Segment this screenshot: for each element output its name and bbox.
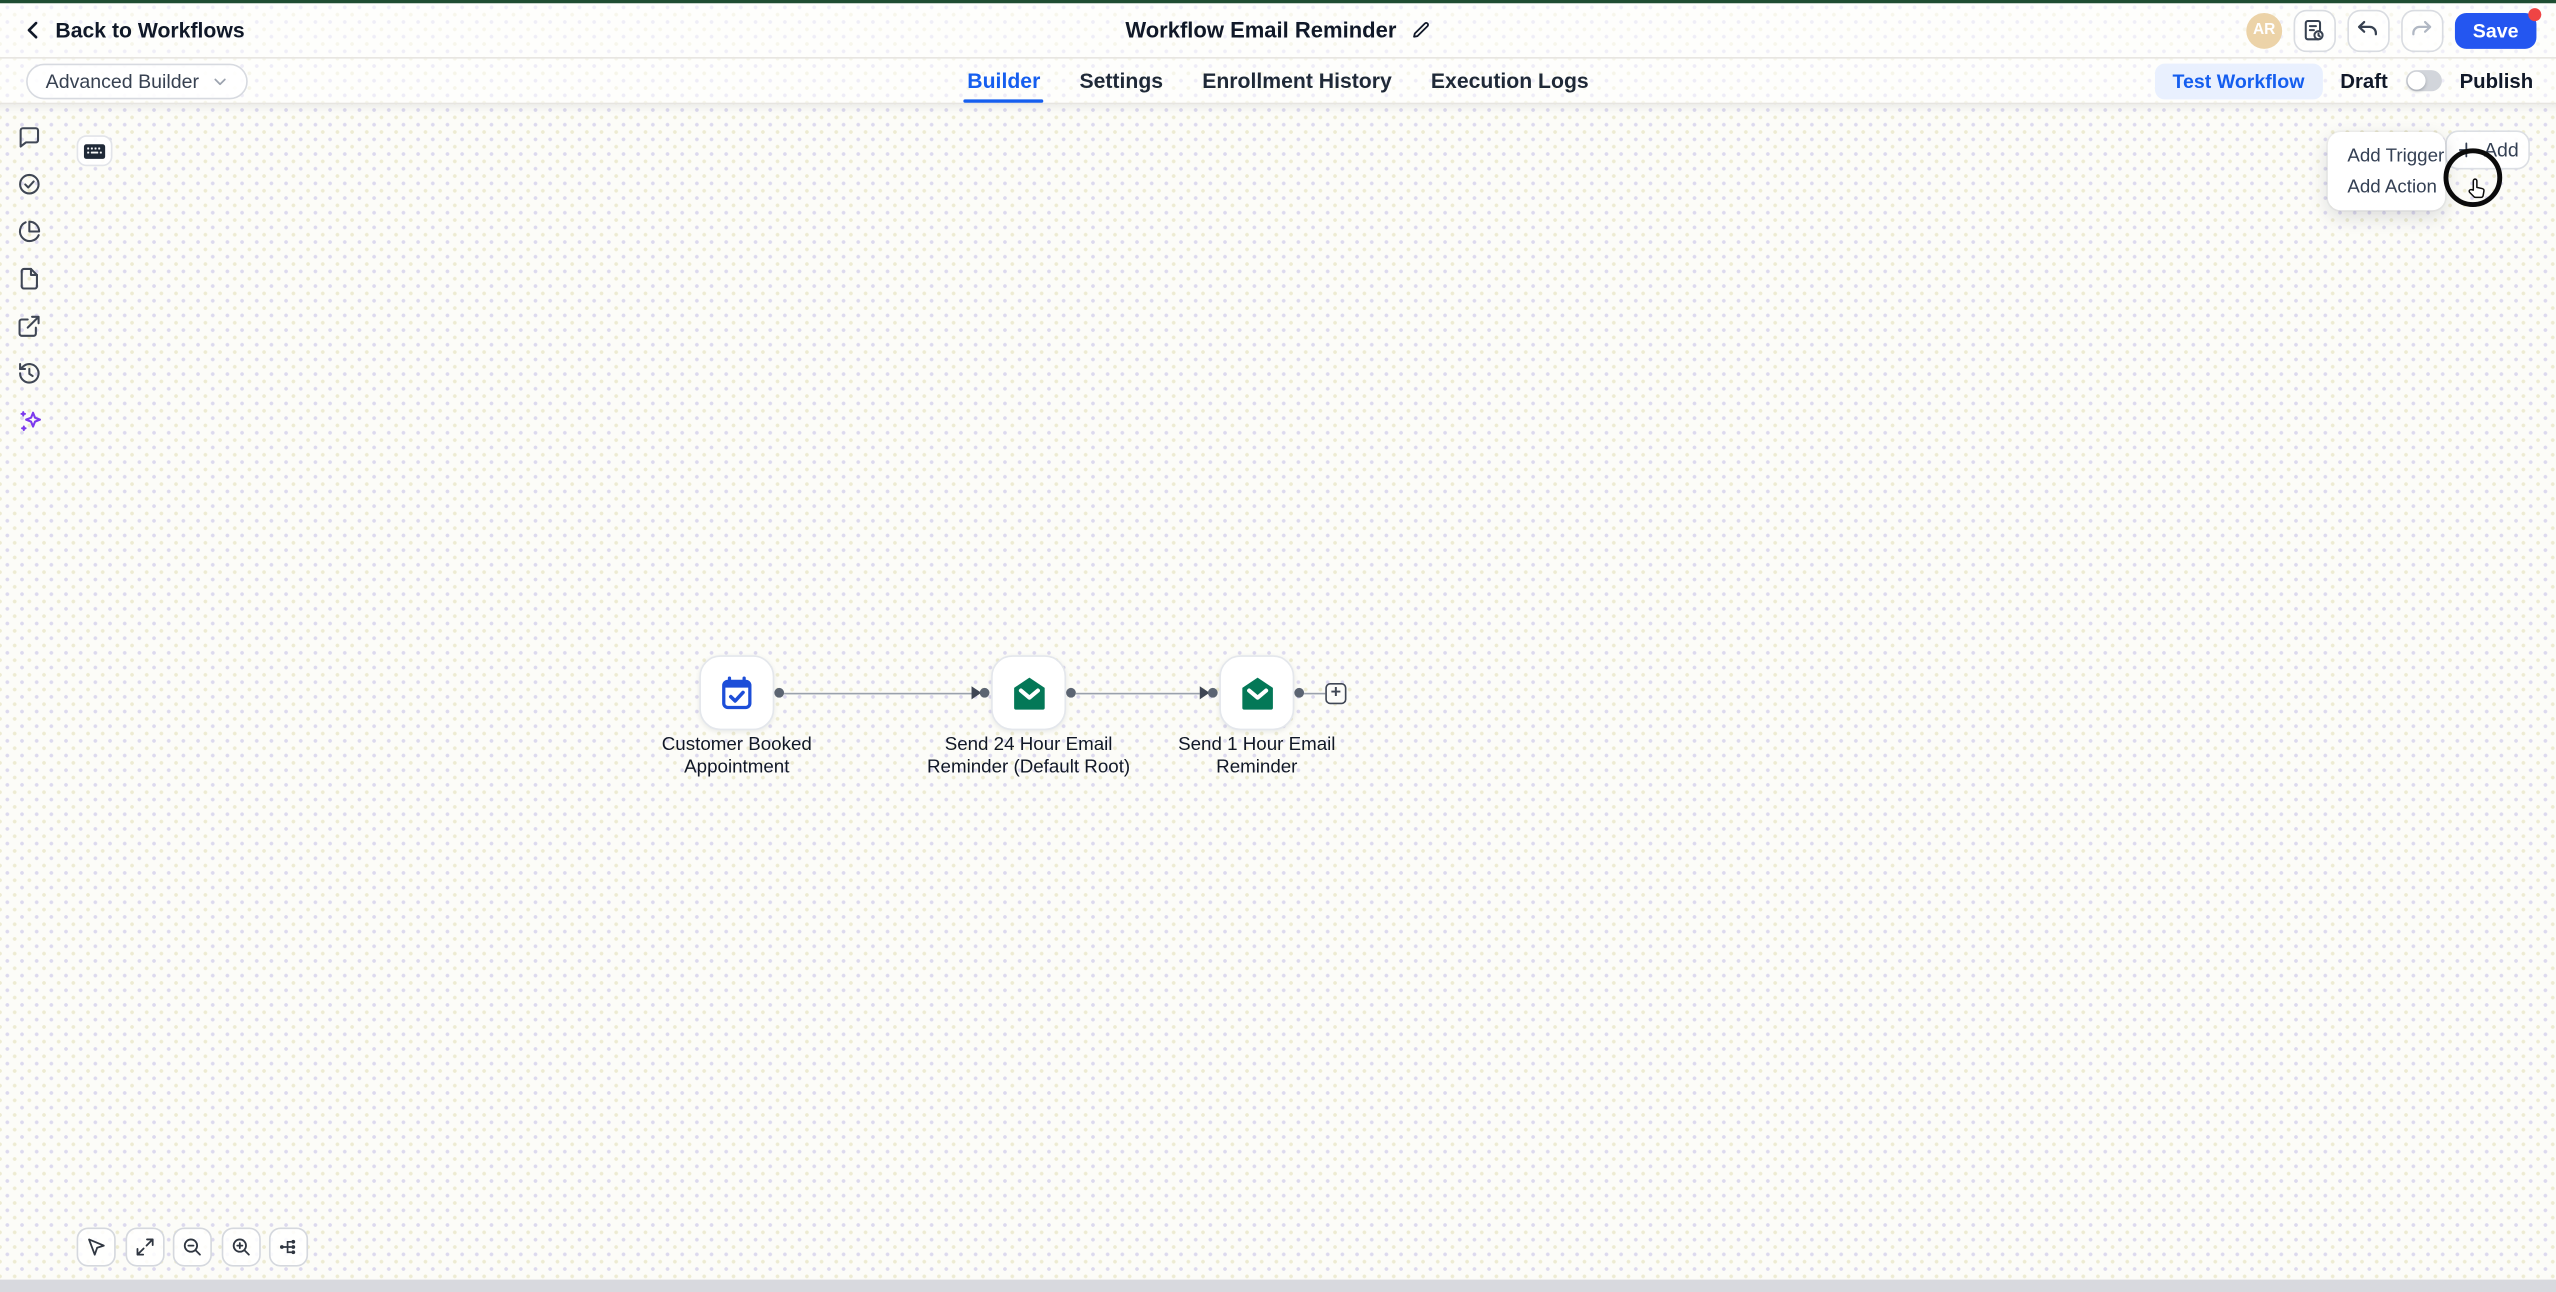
tab-enrollment-history[interactable]: Enrollment History — [1202, 59, 1392, 103]
pie-chart-icon — [16, 218, 42, 244]
node-action-send-24-hour-email-reminder[interactable] — [991, 655, 1067, 731]
node-trigger-customer-booked-appointment[interactable] — [699, 655, 775, 731]
zoom-out-icon — [181, 1236, 204, 1259]
bottom-scrollbar-track — [0, 1279, 2556, 1292]
keyboard-shortcuts-button[interactable] — [76, 135, 113, 167]
connector-dot[interactable] — [1294, 687, 1305, 698]
node-label-line2: Appointment — [684, 757, 790, 777]
avatar-initials: AR — [2252, 21, 2276, 40]
external-link-icon — [16, 313, 42, 339]
left-icon-rail — [13, 121, 46, 437]
expand-icon — [133, 1236, 156, 1259]
sparkles-icon — [15, 407, 43, 435]
chevron-down-icon — [212, 73, 228, 89]
add-dropdown-menu: Add Trigger Add Action — [2327, 132, 2446, 211]
tree-layout-icon — [277, 1236, 300, 1259]
connector-line — [1304, 691, 1326, 695]
undo-button[interactable] — [2347, 8, 2390, 52]
node-label-line2: Reminder — [1216, 757, 1298, 777]
topbar-center: Workflow Email Reminder — [0, 18, 2556, 42]
version-history-button[interactable] — [2293, 8, 2336, 52]
tab-bar: Builder Settings Enrollment History Exec… — [0, 59, 2556, 103]
mail-open-icon — [1236, 672, 1277, 713]
connector-line — [1075, 691, 1200, 695]
edit-title-icon[interactable] — [1409, 20, 1430, 41]
test-workflow-button[interactable]: Test Workflow — [2154, 62, 2323, 99]
subnav-right: Test Workflow Draft Publish — [2154, 59, 2534, 103]
notes-button[interactable] — [13, 262, 46, 295]
publish-toggle[interactable] — [2405, 70, 2442, 92]
connector-arrow-icon — [971, 686, 982, 700]
brand-top-line — [0, 0, 2556, 4]
auto-layout-button[interactable] — [268, 1227, 309, 1267]
builder-mode-label: Advanced Builder — [45, 70, 199, 93]
publish-label: Publish — [2459, 69, 2534, 93]
node-label-line1: Send 1 Hour Email — [1178, 735, 1336, 755]
validation-button[interactable] — [13, 168, 46, 201]
topbar-right: AR — [2246, 7, 2542, 52]
fit-view-button[interactable] — [124, 1227, 164, 1267]
subnav: Advanced Builder Builder Settings Enroll… — [0, 58, 2556, 105]
node-label: Send 1 Hour Email Reminder — [1126, 735, 1387, 779]
document-history-icon — [2302, 18, 2326, 42]
back-label: Back to Workflows — [55, 17, 245, 43]
node-label-line1: Customer Booked — [661, 735, 812, 755]
chat-bubble-icon — [16, 124, 42, 150]
chevron-left-icon — [23, 20, 44, 41]
connector-dot[interactable] — [774, 687, 785, 698]
tab-builder[interactable]: Builder — [964, 59, 1044, 103]
menu-item-add-trigger[interactable]: Add Trigger — [2328, 140, 2445, 171]
connector-line — [784, 691, 972, 695]
connector-dot[interactable] — [1066, 687, 1076, 698]
tab-execution-logs[interactable]: Execution Logs — [1431, 59, 1589, 103]
history-button[interactable] — [13, 357, 46, 390]
zoom-in-button[interactable] — [220, 1227, 261, 1267]
tab-settings[interactable]: Settings — [1079, 59, 1163, 103]
toggle-knob — [2407, 71, 2426, 90]
node-label: Customer Booked Appointment — [606, 735, 867, 779]
builder-mode-dropdown[interactable]: Advanced Builder — [26, 63, 248, 100]
avatar[interactable]: AR — [2246, 12, 2283, 49]
unsaved-changes-dot — [2528, 7, 2542, 21]
zoom-in-icon — [229, 1236, 252, 1259]
connector-dot[interactable] — [1207, 687, 1217, 698]
ai-assistant-button[interactable] — [13, 404, 46, 437]
redo-button[interactable] — [2401, 8, 2444, 52]
external-link-button[interactable] — [13, 310, 46, 343]
check-circle-icon — [16, 171, 42, 197]
undo-icon — [2356, 18, 2380, 42]
node-action-send-1-hour-email-reminder[interactable] — [1219, 655, 1295, 731]
canvas-toolbar — [76, 1227, 309, 1267]
zoom-out-button[interactable] — [172, 1227, 212, 1267]
back-to-workflows-button[interactable]: Back to Workflows — [23, 18, 245, 42]
node-label-line1: Send 24 Hour Email — [944, 735, 1113, 755]
workflow-canvas[interactable]: Add Add Trigger Add Action Customer Book… — [0, 104, 2556, 1279]
cursor-pointer-icon — [85, 1236, 108, 1259]
page-title: Workflow Email Reminder — [1125, 17, 1397, 43]
redo-icon — [2410, 18, 2434, 42]
keyboard-icon — [83, 143, 106, 159]
draft-label: Draft — [2340, 69, 2388, 93]
node-label-line2: Reminder (Default Root) — [926, 757, 1131, 777]
save-label: Save — [2472, 18, 2519, 42]
file-icon — [16, 266, 42, 292]
menu-item-add-action[interactable]: Add Action — [2328, 171, 2445, 202]
stats-button[interactable] — [13, 215, 46, 248]
mail-open-icon — [1008, 672, 1049, 713]
comments-button[interactable] — [13, 121, 46, 154]
click-indicator-ring — [2443, 148, 2503, 208]
save-button[interactable]: Save — [2454, 7, 2542, 49]
topbar: Back to Workflows Workflow Email Reminde… — [0, 3, 2556, 59]
node-label: Send 24 Hour Email Reminder (Default Roo… — [898, 735, 1159, 779]
topbar-left: Back to Workflows — [23, 18, 245, 42]
connector-arrow-icon — [1199, 686, 1210, 700]
insert-step-plus-button[interactable]: + — [1325, 682, 1347, 704]
connector-dot[interactable] — [978, 687, 989, 698]
history-clock-icon — [16, 360, 42, 386]
calendar-check-icon — [717, 673, 756, 712]
select-tool-button[interactable] — [76, 1227, 116, 1267]
hand-cursor-icon — [2465, 176, 2488, 200]
